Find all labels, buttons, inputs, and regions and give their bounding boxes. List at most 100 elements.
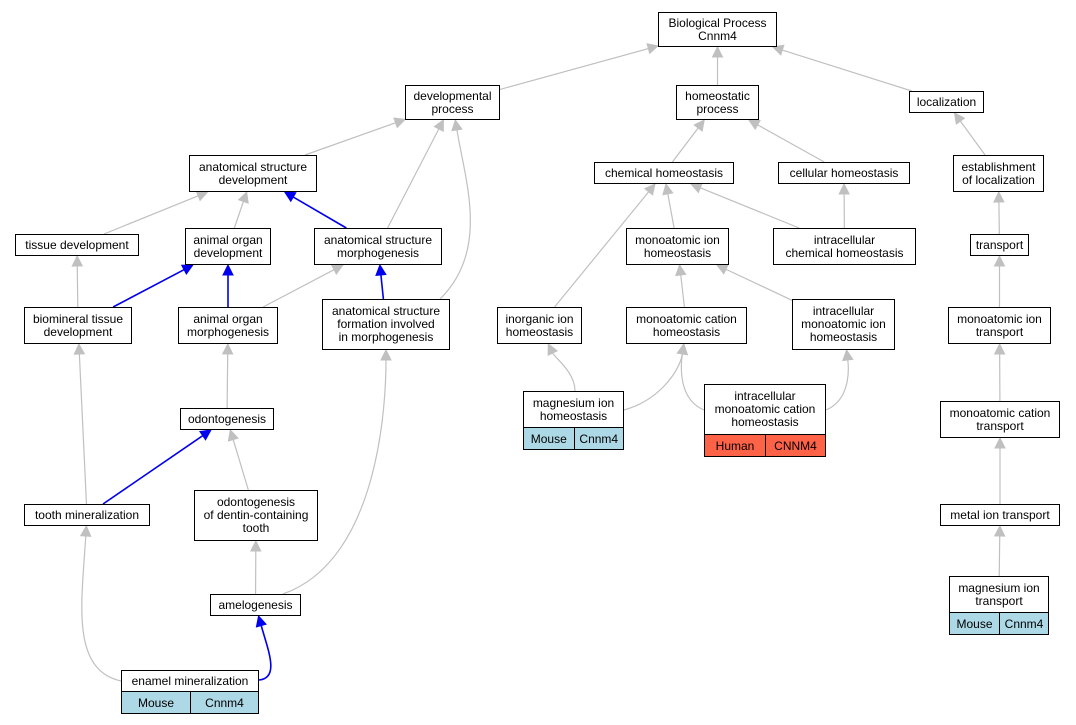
term-node-dev[interactable]: developmental process [405, 85, 500, 120]
term-node-bp[interactable]: Biological Process Cnnm4 [658, 12, 777, 47]
edge-amelo-to-asf [282, 359, 387, 595]
term-node-transport[interactable]: transport [970, 234, 1029, 256]
species-label: Mouse [122, 692, 190, 713]
term-node-enamel[interactable]: enamel mineralization [121, 670, 259, 692]
term-node-aod[interactable]: animal organ development [185, 228, 271, 265]
arrowhead-tissue-to-asd [195, 190, 209, 202]
arrowhead-loc-to-bp [771, 44, 785, 56]
arrowhead-homeo-to-bp [711, 45, 724, 58]
term-node-mgh[interactable]: magnesium ion homeostasis [523, 391, 624, 428]
edge-estloc-to-loc [959, 120, 986, 156]
gene-label[interactable]: CNNM4 [765, 435, 825, 456]
arrowhead-icion-to-ionh [715, 264, 729, 275]
term-node-iccation[interactable]: intracellular monoatomic cation homeosta… [704, 384, 826, 435]
edge-iccation-to-cationh [680, 353, 705, 411]
edge-asd-to-dev [304, 122, 396, 156]
gene-label[interactable]: Cnnm4 [999, 613, 1048, 634]
arrowhead-iccation-to-cationh [676, 342, 689, 356]
arrowhead-biomin-to-tissue [71, 254, 84, 267]
arrowhead-enamel-to-toothmin [79, 524, 92, 537]
arrowhead-iccation-to-icion [842, 348, 854, 362]
term-node-amelo[interactable]: amelogenesis [210, 594, 301, 616]
arrowhead-amelo-to-asf [380, 348, 392, 361]
edge-mgh-to-inorg [552, 352, 576, 392]
edge-cationh-to-ionh [680, 274, 685, 308]
edge-icion-to-ionh [725, 268, 793, 301]
arrowhead-asf-to-asm [375, 263, 387, 277]
arrowhead-aod-to-asd [237, 190, 249, 204]
term-node-chemh[interactable]: chemical homeostasis [594, 162, 734, 184]
term-node-mgtr[interactable]: magnesium ion transport [949, 576, 1049, 613]
arrowhead-icchem-to-cellh [838, 182, 850, 195]
edge-cellh-to-homeo [757, 124, 825, 163]
term-node-metaltr[interactable]: metal ion transport [940, 504, 1060, 526]
term-node-tissue[interactable]: tissue development [15, 234, 139, 256]
arrowhead-cellh-to-homeo [747, 119, 761, 131]
arrowhead-dev-to-bp [646, 43, 660, 55]
arrowhead-biomin-to-aod [180, 264, 194, 276]
edge-mgtr-to-metaltr [998, 535, 1001, 577]
term-node-asf[interactable]: anatomical structure formation involved … [322, 299, 450, 350]
gene-label[interactable]: Cnnm4 [573, 428, 623, 449]
term-node-biomin[interactable]: biomineral tissue development [24, 307, 132, 344]
arrowhead-asd-to-dev [393, 117, 407, 129]
edge-odonto-to-aom [226, 353, 229, 409]
term-node-toothmin[interactable]: tooth mineralization [24, 504, 150, 526]
term-node-asd[interactable]: anatomical structure development [189, 155, 317, 192]
arrowhead-catiotr-to-iontr [993, 342, 1006, 355]
edge-iccation-to-icion [825, 359, 849, 411]
edge-mgh-to-cationh [623, 353, 683, 411]
term-node-ionh[interactable]: monoatomic ion homeostasis [626, 228, 729, 265]
edge-inorg-to-chemh [554, 191, 650, 308]
edge-aom-to-asm [262, 269, 335, 308]
edge-enamel-to-amelo [258, 625, 272, 681]
term-node-homeo[interactable]: homeostatic process [676, 85, 759, 120]
term-node-cellh[interactable]: cellular homeostasis [778, 162, 910, 184]
edge-chemh-to-homeo [671, 127, 699, 163]
gene-label[interactable]: Cnnm4 [190, 692, 258, 713]
arrowhead-estloc-to-loc [953, 112, 966, 125]
edge-dev-to-bp [499, 47, 649, 90]
species-label: Human [705, 435, 765, 456]
arrowhead-aom-to-asm [330, 264, 344, 276]
term-node-estloc[interactable]: establishment of localization [953, 155, 1044, 192]
term-node-icchem[interactable]: intracellular chemical homeostasis [773, 228, 916, 265]
arrowhead-ionh-to-chemh [662, 182, 674, 196]
term-node-odonto[interactable]: odontogenesis [180, 408, 274, 430]
arrowhead-enamel-to-amelo [255, 614, 267, 628]
arrowhead-odentin-to-odonto [227, 428, 239, 442]
arrowhead-asm-to-asd [283, 191, 297, 203]
term-node-loc[interactable]: localization [909, 91, 984, 113]
edge-toothmin-to-biomin [78, 353, 88, 505]
term-node-icion[interactable]: intracellular monoatomic ion homeostasis [792, 299, 895, 350]
edge-icchem-to-chemh [700, 187, 800, 229]
arrowhead-chemh-to-homeo [693, 119, 705, 132]
edge-asm-to-asd [292, 196, 347, 229]
edge-enamel-to-toothmin [81, 535, 122, 682]
term-node-inorg[interactable]: inorganic ion homeostasis [497, 307, 582, 344]
arrowhead-inorg-to-chemh [643, 183, 656, 196]
arrowhead-odonto-to-aom [221, 342, 234, 355]
edge-biomin-to-tissue [76, 265, 79, 308]
edge-ionh-to-chemh [667, 193, 675, 229]
term-node-aom[interactable]: animal organ morphogenesis [178, 307, 278, 344]
arrowhead-icchem-to-chemh [689, 182, 703, 194]
arrowhead-amelo-to-odentin [249, 539, 262, 552]
arrowhead-mgh-to-inorg [547, 342, 559, 356]
term-node-iontr[interactable]: monoatomic ion transport [948, 307, 1051, 344]
edge-asm-to-dev [387, 128, 440, 229]
term-node-cationh[interactable]: monoatomic cation homeostasis [626, 307, 747, 344]
arrowhead-aom-to-aod [222, 263, 234, 276]
term-node-catiotr[interactable]: monoatomic cation transport [940, 401, 1060, 438]
species-label: Mouse [950, 613, 999, 634]
arrowhead-metaltr-to-catiotr [994, 436, 1006, 449]
term-node-asm[interactable]: anatomical structure morphogenesis [314, 228, 442, 265]
edge-odentin-to-odonto [232, 439, 249, 491]
edge-toothmin-to-odonto [102, 434, 204, 505]
edge-loc-to-bp [782, 49, 912, 92]
term-node-odentin[interactable]: odontogenesis of dentin-containing tooth [194, 490, 318, 541]
